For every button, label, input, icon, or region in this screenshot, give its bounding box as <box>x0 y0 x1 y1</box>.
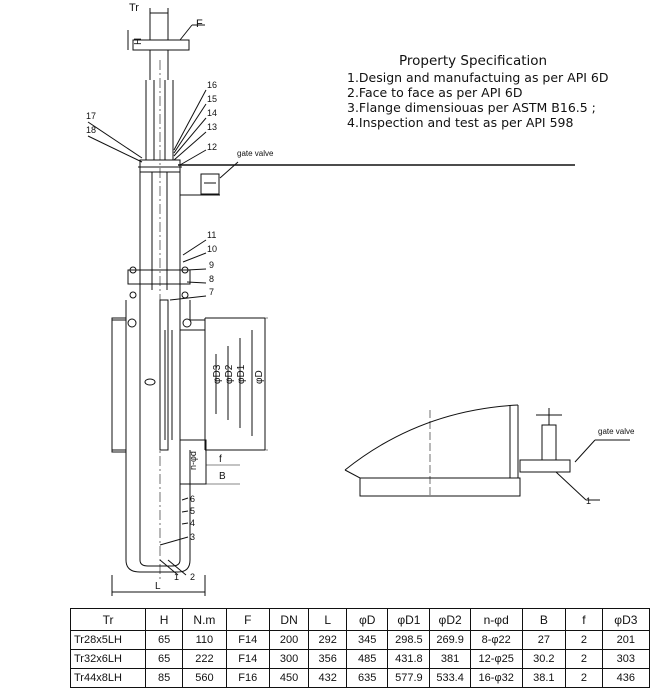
label-tr: Tr <box>129 2 139 14</box>
part-number-18: 18 <box>86 125 96 135</box>
table-cell: 85 <box>145 668 184 688</box>
label-n-phi-d: n-φd <box>188 451 198 470</box>
header-cell: H <box>145 608 184 631</box>
label-gate-valve-detail: gate valve <box>598 427 635 436</box>
part-number-15: 15 <box>207 94 217 104</box>
table-cell: 200 <box>268 630 310 650</box>
table-cell: 560 <box>182 668 227 688</box>
part-number-4: 4 <box>190 518 195 528</box>
header-cell: N.m <box>182 608 227 631</box>
table-cell: 2 <box>565 668 603 688</box>
table-cell: 30.2 <box>521 649 567 669</box>
spec-title: Property Specification <box>399 53 548 69</box>
table-cell: 432 <box>308 668 348 688</box>
property-specification: Property Specification 1.Design and manu… <box>347 53 647 131</box>
table-cell: 65 <box>145 649 184 669</box>
part-number-10: 10 <box>207 244 217 254</box>
part-number-5: 5 <box>190 506 195 516</box>
label-f: F <box>196 18 203 30</box>
dimension-table: Tr H N.m F DN L φD φD1 φD2 n-φd B f φD3 … <box>69 608 650 688</box>
table-cell: 356 <box>308 649 348 669</box>
part-number-6: 6 <box>190 494 195 504</box>
table-cell: 450 <box>268 668 310 688</box>
header-cell: F <box>225 608 270 631</box>
table-cell: 635 <box>346 668 389 688</box>
label-f-lower: f <box>219 454 222 465</box>
table-cell: 345 <box>346 630 389 650</box>
label-phi-d: φD <box>254 370 265 384</box>
table-cell: Tr28x5LH <box>69 630 147 650</box>
detail-part-number-1: 1 <box>586 496 591 506</box>
part-number-9: 9 <box>209 260 214 270</box>
label-b: B <box>219 471 226 482</box>
spec-line-1: 1.Design and manufactuing as per API 6D <box>347 70 609 85</box>
part-number-16: 16 <box>207 80 217 90</box>
table-cell: 292 <box>308 630 348 650</box>
table-cell: 577.9 <box>387 668 431 688</box>
part-number-17: 17 <box>86 111 96 121</box>
table-cell: 300 <box>268 649 310 669</box>
table-cell: 12-φ25 <box>469 649 523 669</box>
label-phi-d1: φD1 <box>236 364 247 384</box>
table-cell: 436 <box>601 668 650 688</box>
label-phi-d3: φD3 <box>212 364 223 384</box>
label-l: L <box>155 581 161 592</box>
header-cell: Tr <box>69 608 147 631</box>
table-cell: 381 <box>429 649 471 669</box>
header-cell: f <box>565 608 603 631</box>
table-cell: 2 <box>565 630 603 650</box>
table-cell: 16-φ32 <box>469 668 523 688</box>
table-cell: Tr32x6LH <box>69 649 147 669</box>
label-h: H <box>133 38 144 45</box>
table-cell: 222 <box>182 649 227 669</box>
table-cell: F14 <box>225 649 270 669</box>
label-gate-valve: gate valve <box>237 149 274 158</box>
header-cell: L <box>308 608 348 631</box>
part-number-12: 12 <box>207 142 217 152</box>
header-cell: φD3 <box>601 608 650 631</box>
table-cell: 298.5 <box>387 630 431 650</box>
table-cell: 431.8 <box>387 649 431 669</box>
header-cell: B <box>521 608 567 631</box>
table-header-row: Tr H N.m F DN L φD φD1 φD2 n-φd B f φD3 <box>69 608 650 631</box>
table-cell: F16 <box>225 668 270 688</box>
table-cell: 269.9 <box>429 630 471 650</box>
table-cell: 303 <box>601 649 650 669</box>
part-number-3: 3 <box>190 532 195 542</box>
table-cell: Tr44x8LH <box>69 668 147 688</box>
part-number-2: 2 <box>190 572 195 582</box>
part-number-14: 14 <box>207 108 217 118</box>
table-cell: 38.1 <box>521 668 567 688</box>
header-cell: DN <box>268 608 310 631</box>
spec-line-2: 2.Face to face as per API 6D <box>347 85 523 100</box>
header-cell: φD2 <box>429 608 471 631</box>
label-phi-d2: φD2 <box>224 364 235 384</box>
spec-line-4: 4.Inspection and test as per API 598 <box>347 115 574 130</box>
table-cell: 110 <box>182 630 227 650</box>
part-number-7: 7 <box>209 287 214 297</box>
table-cell: 65 <box>145 630 184 650</box>
table-cell: 201 <box>601 630 650 650</box>
part-number-13: 13 <box>207 122 217 132</box>
table-cell: 533.4 <box>429 668 471 688</box>
part-number-11: 11 <box>207 230 216 240</box>
table-cell: 8-φ22 <box>469 630 523 650</box>
spec-line-3: 3.Flange dimensiouas per ASTM B16.5 ; <box>347 100 596 115</box>
part-number-8: 8 <box>209 274 214 284</box>
header-cell: n-φd <box>469 608 523 631</box>
table-cell: 485 <box>346 649 389 669</box>
header-cell: φD1 <box>387 608 431 631</box>
table-cell: 2 <box>565 649 603 669</box>
table-cell: F14 <box>225 630 270 650</box>
part-number-1: 1 <box>174 572 179 582</box>
header-cell: φD <box>346 608 389 631</box>
table-cell: 27 <box>521 630 567 650</box>
